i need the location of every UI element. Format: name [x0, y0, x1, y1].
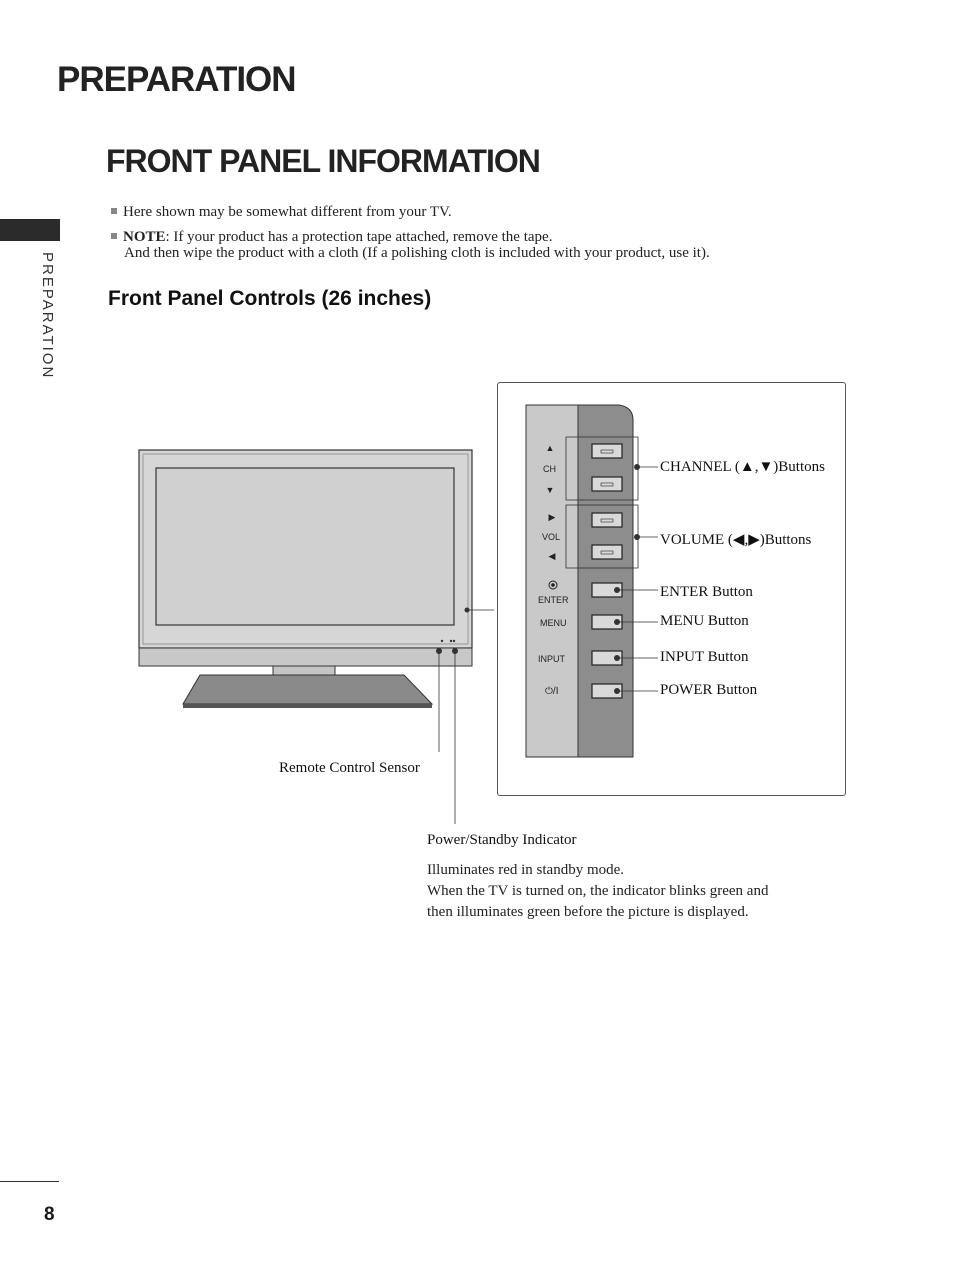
- panel-label-menu: MENU: [540, 618, 567, 628]
- panel-label-input: INPUT: [538, 654, 565, 664]
- bullet-icon: [111, 208, 117, 214]
- callout-channel: CHANNEL (▲,▼)Buttons: [660, 459, 825, 475]
- panel-side: [577, 404, 634, 758]
- page-number: 8: [44, 1204, 55, 1225]
- svg-text:◀: ◀: [549, 551, 556, 561]
- panel-label-vol: VOL: [542, 532, 561, 542]
- callout-remote-sensor: Remote Control Sensor: [279, 760, 420, 776]
- indicator-desc-line-2: When the TV is turned on, the indicator …: [427, 883, 769, 899]
- callout-volume: VOLUME (◀,▶)Buttons: [660, 532, 812, 548]
- callout-power: POWER Button: [660, 682, 758, 698]
- side-tab-marker: [0, 219, 60, 241]
- panel-illustration: ▲ ▼ ▶ ◀: [525, 404, 658, 758]
- note-line-3: And then wipe the product with a cloth (…: [124, 245, 710, 261]
- tv-screen: [155, 467, 455, 626]
- ch-down-button: [591, 476, 623, 492]
- svg-text:▲: ▲: [546, 443, 555, 453]
- indicator-desc-line-3: then illuminates green before the pictur…: [427, 904, 749, 920]
- callout-menu: MENU Button: [660, 613, 749, 629]
- section-title: FRONT PANEL INFORMATION: [106, 143, 541, 179]
- callout-input: INPUT Button: [660, 649, 749, 665]
- vol-up-button: [591, 512, 623, 528]
- indicator-desc-line-1: Illuminates red in standby mode.: [427, 862, 625, 878]
- callout-indicator-title: Power/Standby Indicator: [427, 832, 577, 848]
- note-line-2: NOTE: If your product has a protection t…: [111, 229, 552, 246]
- callout-enter: ENTER Button: [660, 584, 753, 600]
- indicator-description: Illuminates red in standby mode. When th…: [427, 860, 768, 923]
- note-label: NOTE: [123, 229, 166, 245]
- page-title: PREPARATION: [57, 60, 297, 99]
- panel-label-enter: ENTER: [538, 595, 569, 605]
- note-text-1: Here shown may be somewhat different fro…: [123, 204, 452, 220]
- ch-up-button: [591, 443, 623, 459]
- tv-illustration: [138, 449, 494, 824]
- note-text-2: : If your product has a protection tape …: [165, 229, 553, 245]
- tv-stand: [182, 674, 434, 705]
- tv-bottom-bar: [138, 647, 473, 667]
- side-tab-label: PREPARATION: [39, 252, 56, 380]
- bullet-icon: [111, 233, 117, 239]
- svg-text:▶: ▶: [549, 512, 556, 522]
- svg-text:▼: ▼: [546, 485, 555, 495]
- subheading: Front Panel Controls (26 inches): [108, 287, 432, 310]
- footer-divider: [0, 1181, 59, 1182]
- panel-label-power: ⏻/I: [545, 686, 559, 697]
- panel-label-ch: CH: [543, 464, 556, 474]
- note-line-1: Here shown may be somewhat different fro…: [111, 204, 452, 221]
- vol-down-button: [591, 544, 623, 560]
